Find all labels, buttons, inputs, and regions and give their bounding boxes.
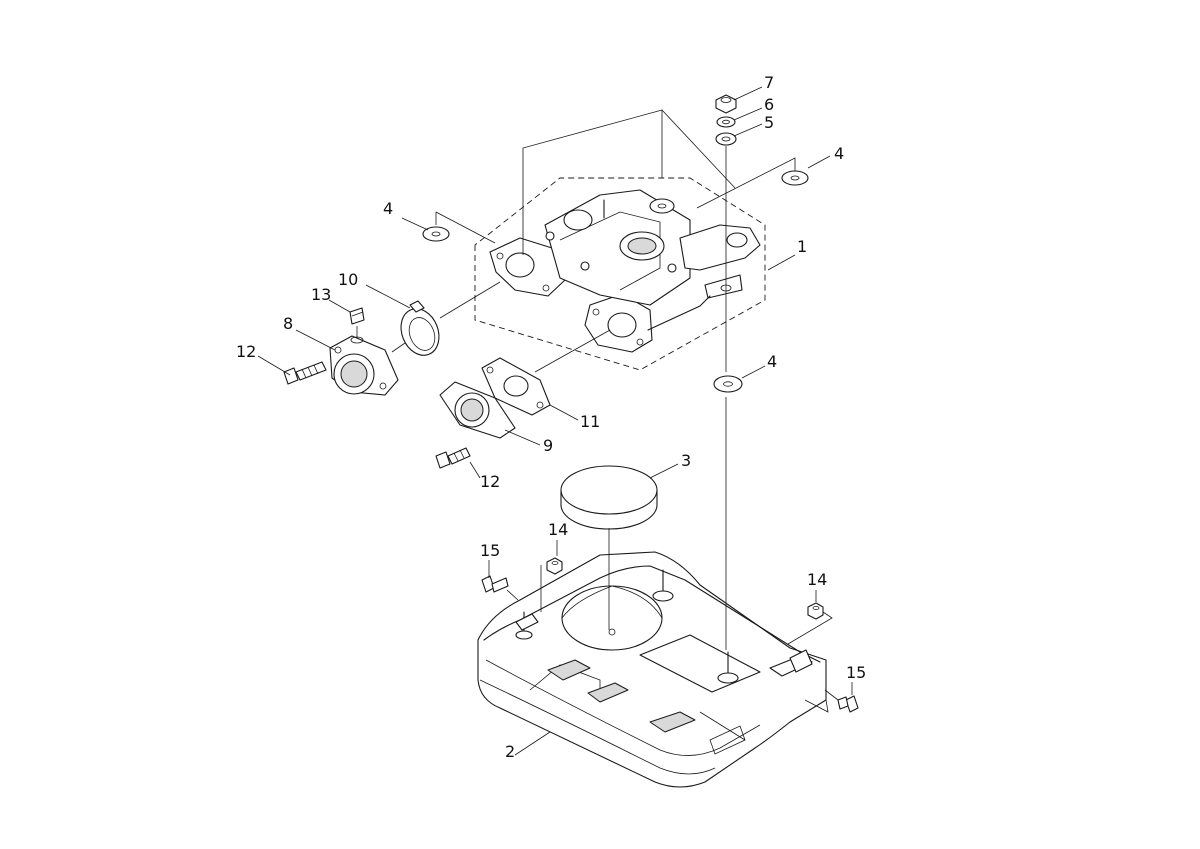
- callout-12-lower: 12: [480, 472, 500, 491]
- base-plate: [477, 551, 829, 788]
- callout-6: 6: [764, 95, 774, 114]
- callout-leaders: [257, 86, 853, 756]
- screw-15-right: [837, 695, 859, 713]
- washer-4-right: [781, 170, 809, 186]
- callout-8: 8: [283, 314, 293, 333]
- callout-10: 10: [338, 270, 358, 289]
- callout-4-left: 4: [383, 199, 393, 218]
- callout-14-left: 14: [548, 520, 568, 539]
- nut-14-right: [807, 602, 824, 620]
- callout-4-lower: 4: [767, 352, 777, 371]
- callout-15-right: 15: [846, 663, 866, 682]
- fitting-8: [329, 335, 399, 396]
- screw-15-left: [481, 575, 509, 593]
- callout-2: 2: [505, 742, 515, 761]
- callout-3: 3: [681, 451, 691, 470]
- washer-4-left: [422, 226, 450, 242]
- washer-6: [716, 116, 736, 128]
- plug-13: [349, 307, 365, 344]
- nut-14-left: [546, 557, 563, 575]
- main-casting: [474, 177, 766, 371]
- callout-1: 1: [797, 237, 807, 256]
- disc-3: [560, 465, 658, 530]
- callout-15-left: 15: [480, 541, 500, 560]
- bolt-12-lower: [435, 447, 471, 469]
- bolt-12-upper: [283, 361, 327, 385]
- nut-7: [715, 94, 737, 114]
- fitting-9: [439, 381, 516, 439]
- callout-11: 11: [580, 412, 600, 431]
- washer-4-lower: [713, 375, 743, 393]
- callout-5: 5: [764, 113, 774, 132]
- gasket-ring-10: [400, 300, 440, 356]
- callout-4-right: 4: [834, 144, 844, 163]
- callout-14-right: 14: [807, 570, 827, 589]
- callout-13: 13: [311, 285, 331, 304]
- callout-7: 7: [764, 73, 774, 92]
- callout-12-upper: 12: [236, 342, 256, 361]
- washer-5: [715, 132, 737, 146]
- callout-9: 9: [543, 436, 553, 455]
